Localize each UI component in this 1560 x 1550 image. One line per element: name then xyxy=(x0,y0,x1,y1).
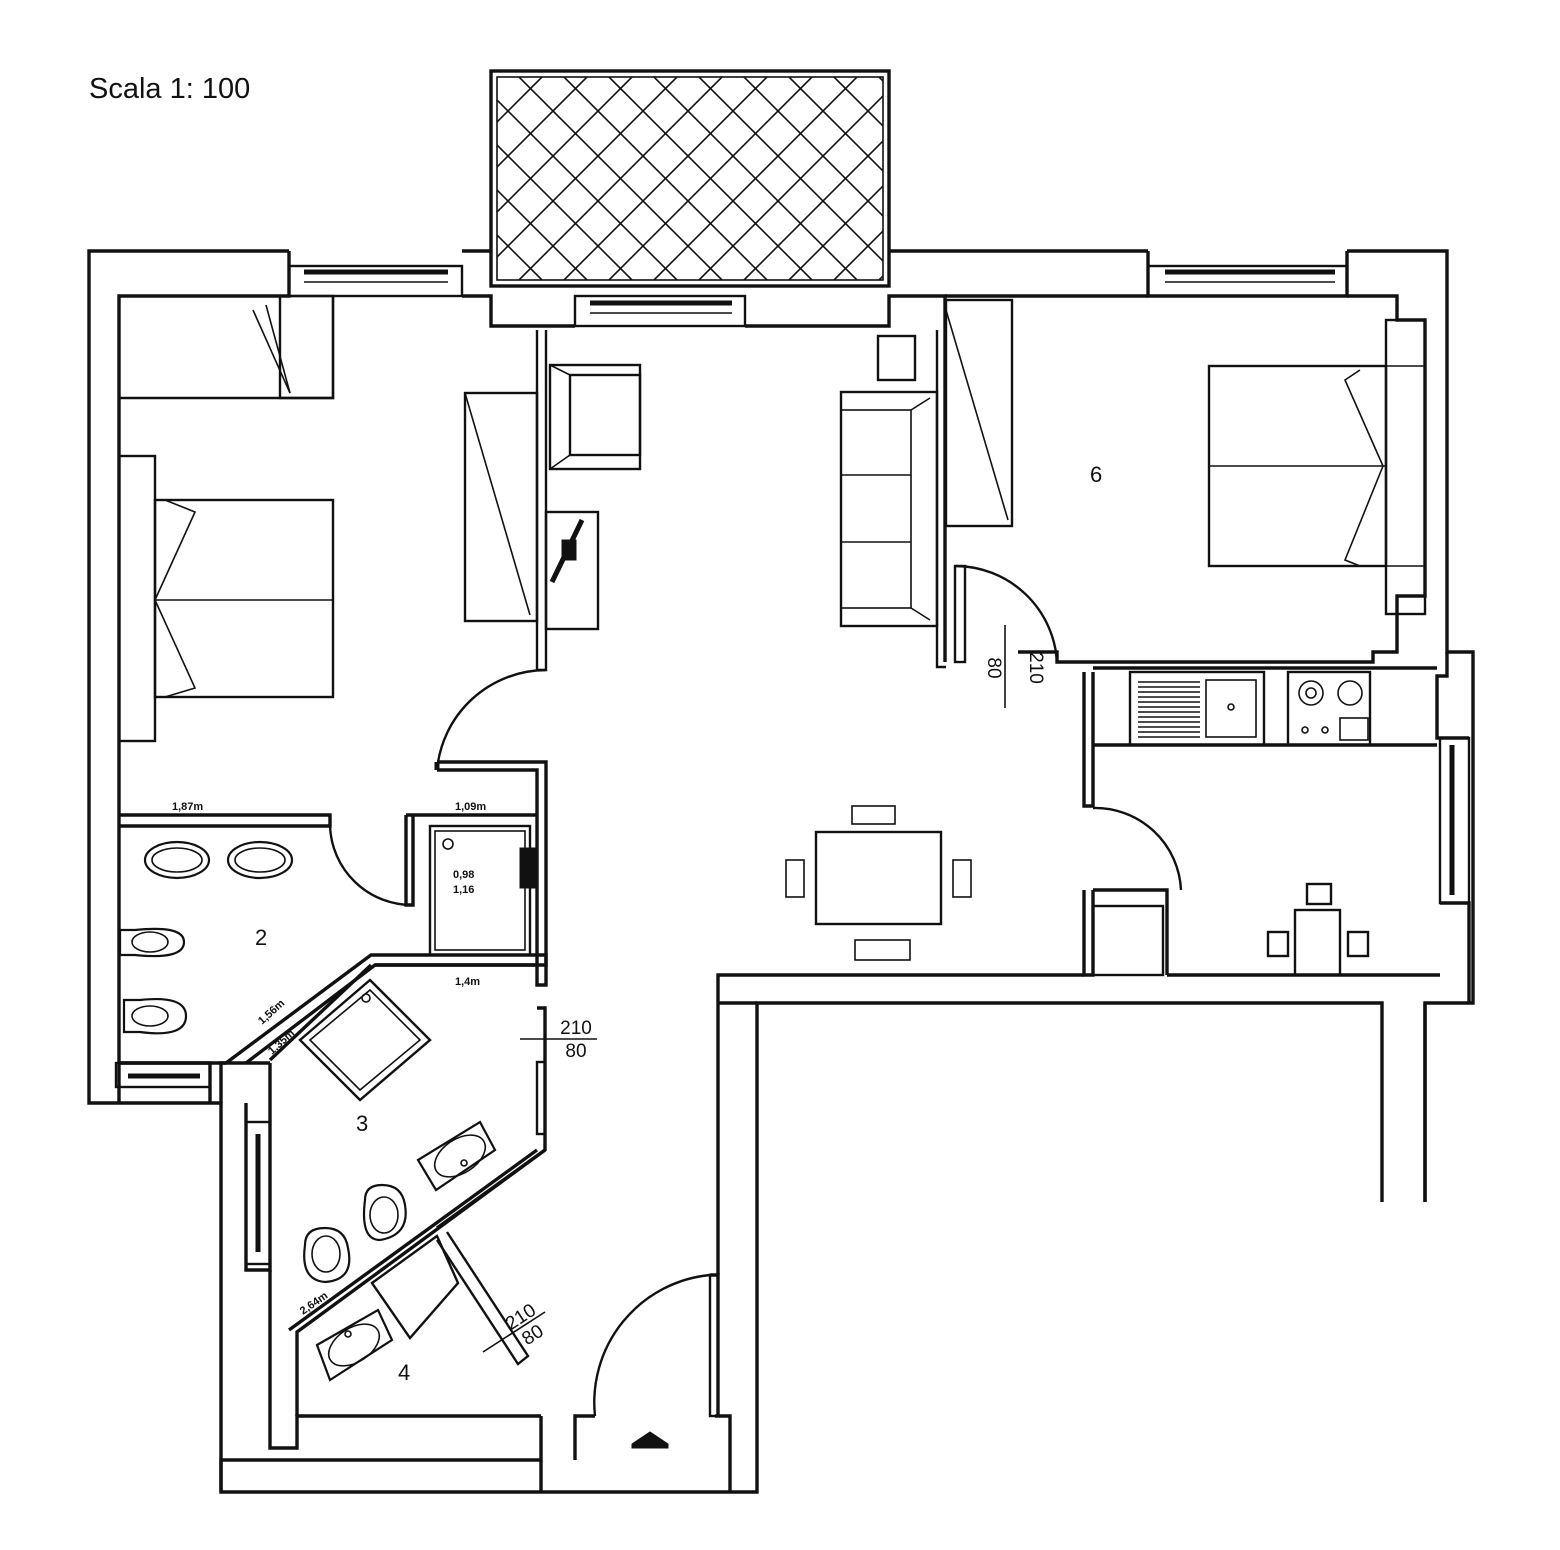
windows xyxy=(114,264,1471,1266)
bed-right xyxy=(1207,318,1427,616)
bathroom-3-fixtures xyxy=(298,978,497,1284)
sofa xyxy=(839,390,939,628)
room-label-6: 6 xyxy=(1090,462,1102,487)
door-size-2: 210 80 xyxy=(520,1018,597,1062)
stove xyxy=(1286,670,1372,747)
side-table xyxy=(876,334,917,382)
scale-label: Scala 1: 100 xyxy=(89,73,250,105)
dimension-shower-area: 0,98 xyxy=(453,869,474,881)
room-label-3: 3 xyxy=(356,1111,368,1136)
kitchen-table xyxy=(1266,882,1370,977)
kitchen-cabinet xyxy=(1091,904,1165,977)
wardrobe-right xyxy=(944,298,1014,528)
door-size-1: 210 80 xyxy=(983,625,1046,708)
dimension-bath-bottom: 1,4m xyxy=(455,976,480,988)
exterior-walls xyxy=(87,249,1475,1494)
wardrobe-left-mid xyxy=(463,391,539,623)
room-label-4: 4 xyxy=(398,1360,410,1385)
dimension-bath-counter: 1,87m xyxy=(172,801,203,813)
doors xyxy=(328,564,1183,1418)
dining-table xyxy=(785,805,972,961)
door-1-width: 80 xyxy=(983,657,1004,678)
door-1-height: 210 xyxy=(1025,652,1046,684)
dimension-shower-width: 1,09m xyxy=(455,801,486,813)
desk-lamp xyxy=(544,510,600,631)
door-2-width: 80 xyxy=(565,1041,586,1062)
door-2-height: 210 xyxy=(560,1018,592,1039)
armchair-top xyxy=(548,363,642,471)
bathroom-4-fixtures xyxy=(315,1234,460,1382)
entrance-mat xyxy=(631,1431,669,1449)
bed-left xyxy=(117,454,335,743)
kitchen-sink xyxy=(1128,670,1266,747)
balcony-lattice xyxy=(489,69,891,288)
bathroom-2-fixtures xyxy=(118,824,537,1035)
wardrobe-left-top xyxy=(252,294,335,400)
room-label-2: 2 xyxy=(255,925,267,950)
dimension-shower-depth: 1,16 xyxy=(453,884,474,896)
